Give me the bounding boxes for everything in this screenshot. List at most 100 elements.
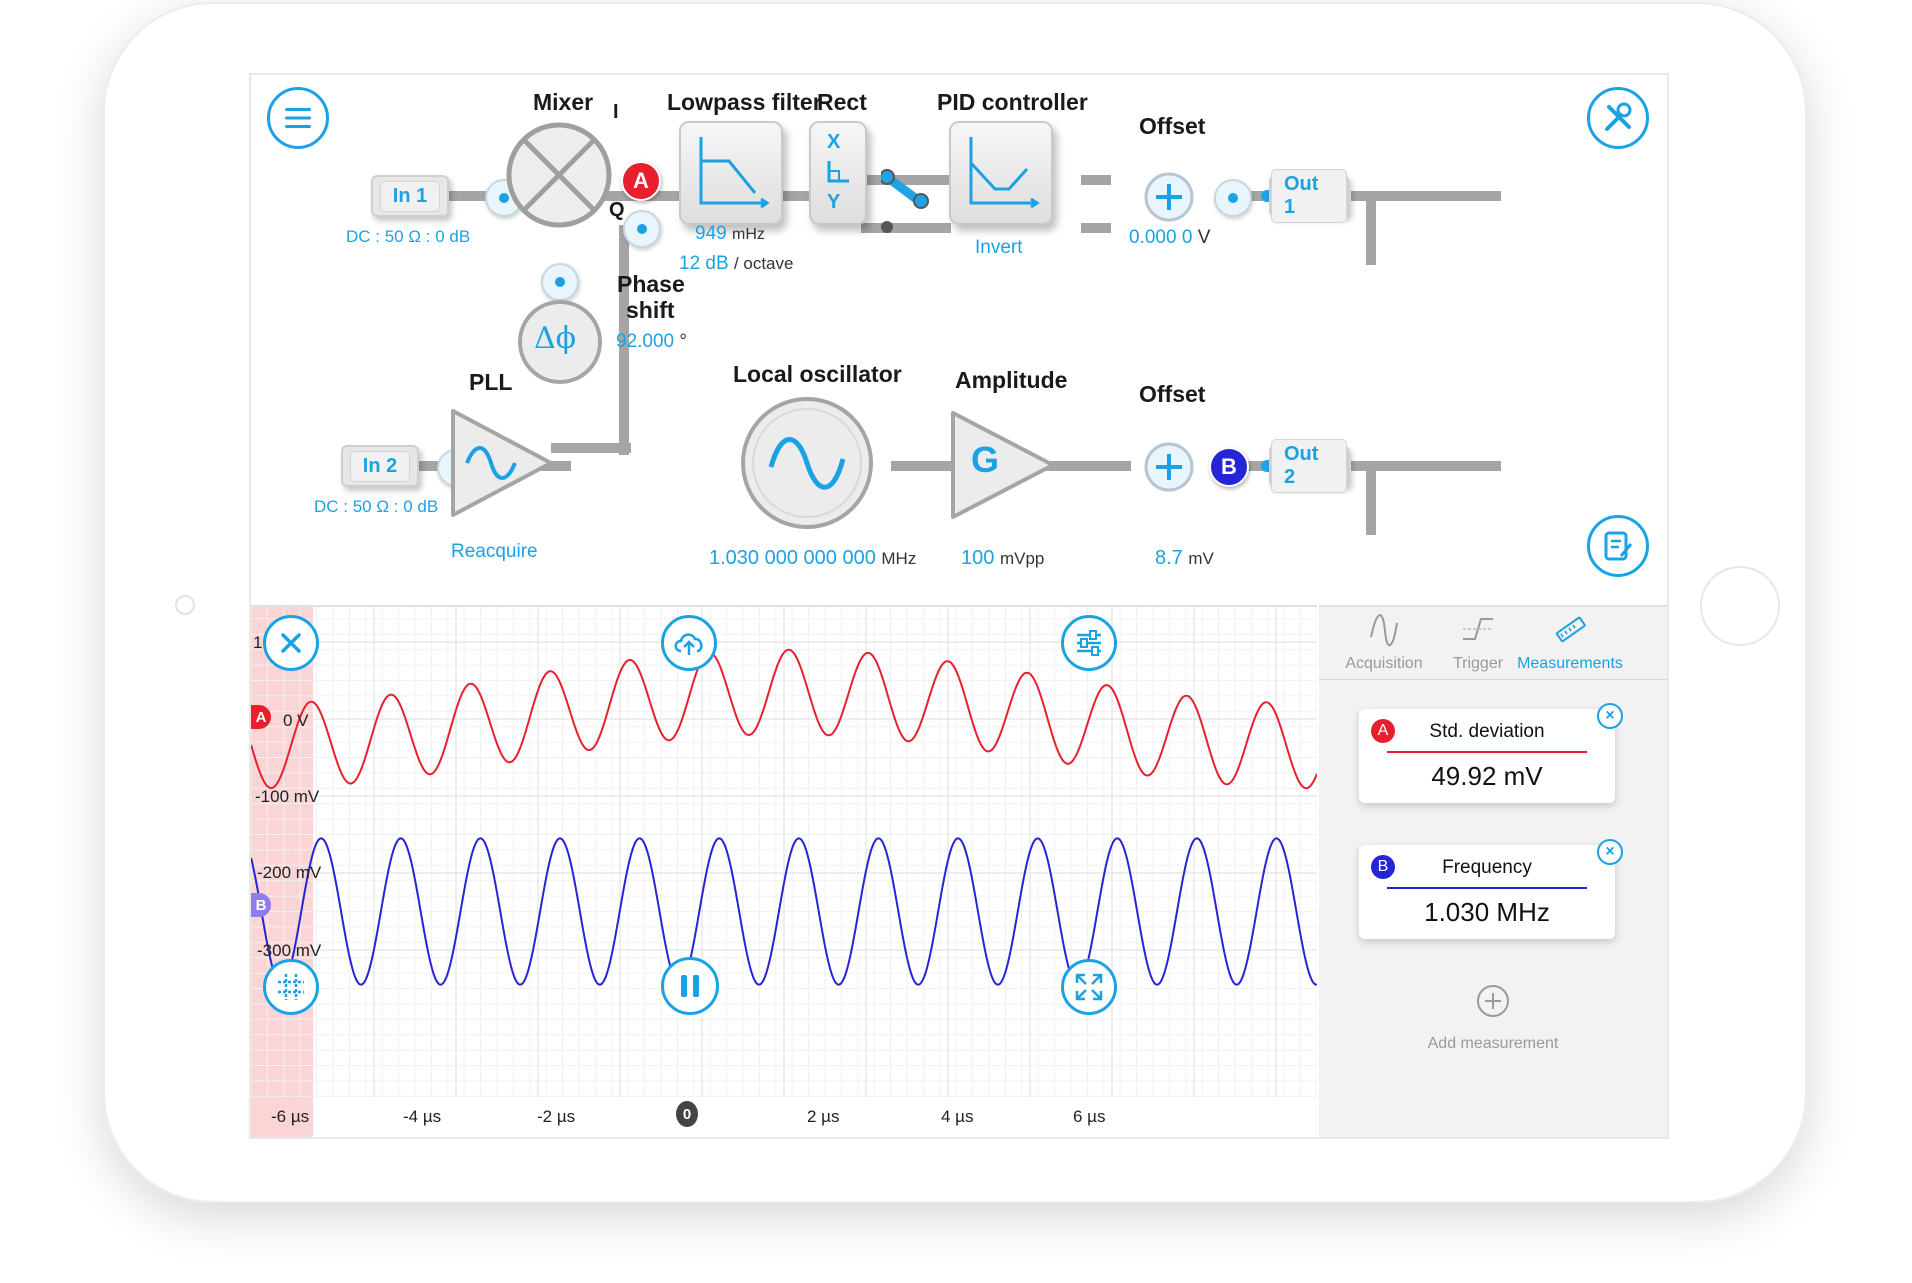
output-2-button[interactable]: Out 2: [1269, 439, 1349, 493]
offset-2-adder-icon[interactable]: [1143, 441, 1195, 493]
switch-icon[interactable]: [881, 167, 931, 237]
rect-y-label: Y: [827, 191, 841, 213]
channel-b-probe[interactable]: B: [1209, 447, 1249, 487]
lowpass-frequency-number: 949: [695, 223, 727, 244]
delta-phi-glyph: Δϕ: [534, 321, 577, 356]
channel-a-underline: [1387, 751, 1587, 753]
output-1-button[interactable]: Out 1: [1269, 169, 1349, 223]
pid-controller-block[interactable]: [949, 121, 1053, 225]
offset-1-adder-icon[interactable]: [1143, 171, 1195, 223]
offset-2-unit: mV: [1188, 549, 1214, 568]
channel-b-offset-marker[interactable]: B: [251, 893, 271, 917]
amplitude-unit: mVpp: [999, 549, 1045, 568]
sliders-icon: [1077, 630, 1101, 656]
input-1-label: In 1: [379, 180, 441, 212]
amplitude-block[interactable]: [943, 407, 1065, 525]
offset-2-value[interactable]: 8.7 mV: [1155, 547, 1214, 570]
mixer-icon[interactable]: [503, 119, 615, 231]
lowpass-frequency[interactable]: 949 mHz: [695, 223, 765, 245]
close-scope-button[interactable]: [263, 615, 319, 671]
tab-acquisition[interactable]: Acquisition: [1329, 607, 1439, 679]
home-button[interactable]: [1700, 566, 1780, 646]
amplitude-value[interactable]: 100 mVpp: [961, 547, 1044, 570]
input-1-settings[interactable]: DC : 50 Ω : 0 dB: [346, 227, 471, 246]
remove-measurement-button[interactable]: ×: [1597, 703, 1623, 729]
tab-acquisition-label: Acquisition: [1345, 655, 1423, 672]
camera: [175, 595, 195, 615]
expand-icon: [1075, 973, 1103, 1001]
x-tick-label: 6 µs: [1073, 1107, 1106, 1126]
lowpass-filter-icon: [699, 137, 770, 209]
probe-point[interactable]: [541, 263, 579, 301]
probe-point[interactable]: [623, 210, 661, 248]
fullscreen-button[interactable]: [1061, 959, 1117, 1015]
pid-invert-button[interactable]: Invert: [975, 237, 1023, 258]
sine-wave-icon: [1370, 614, 1398, 646]
phase-value-number: 92.000: [616, 331, 675, 352]
input-2-settings[interactable]: DC : 50 Ω : 0 dB: [314, 497, 439, 516]
pid-controller-label: PID controller: [937, 89, 1088, 115]
trigger-time-marker[interactable]: 0: [676, 1101, 698, 1127]
offset-2-label: Offset: [1139, 381, 1206, 407]
wire: [551, 443, 631, 453]
output-2-label: Out 2: [1271, 439, 1347, 493]
wire: [1366, 195, 1376, 265]
tab-trigger[interactable]: Trigger: [1423, 607, 1533, 679]
tab-measurements[interactable]: Measurements: [1515, 607, 1625, 679]
i-port-label: I: [613, 101, 619, 123]
y-tick-label: -300 mV: [257, 941, 322, 960]
wrench-screwdriver-icon: [1605, 102, 1632, 131]
notes-button[interactable]: [1587, 515, 1649, 577]
add-measurement-icon[interactable]: [1475, 983, 1511, 1019]
measurement-title: Std. deviation: [1429, 721, 1545, 742]
add-measurement-label[interactable]: Add measurement: [1427, 1035, 1559, 1052]
offset-1-label: Offset: [1139, 113, 1206, 139]
local-oscillator-icon[interactable]: [737, 393, 877, 533]
probe-point[interactable]: [1214, 179, 1252, 217]
input-1-button[interactable]: In 1: [371, 175, 449, 217]
pause-button[interactable]: [661, 957, 719, 1015]
wire: [619, 225, 629, 315]
phase-value[interactable]: 92.000 °: [616, 331, 687, 353]
offset-1-unit: V: [1197, 227, 1211, 248]
pid-response-icon: [969, 137, 1040, 209]
measurement-card-a[interactable]: A Std. deviation 49.92 mV ×: [1359, 703, 1623, 803]
channel-a-offset-marker[interactable]: A: [251, 705, 271, 729]
phase-shift-label-1: Phase: [617, 271, 685, 297]
offset-2-value-number: 8.7: [1155, 547, 1183, 569]
menu-button[interactable]: [267, 87, 329, 149]
pause-icon: [681, 975, 699, 997]
menu-icon: [285, 108, 311, 128]
x-tick-label: -6 µs: [271, 1107, 310, 1126]
oscilloscope-plot[interactable]: 100 mV 0 V -100 mV -200 mV -300 mV -6 µs…: [251, 605, 1317, 1137]
wire: [861, 175, 951, 185]
wire: [421, 191, 821, 201]
measurement-card-b[interactable]: B Frequency 1.030 MHz ×: [1359, 839, 1623, 939]
pll-label: PLL: [469, 369, 513, 395]
measurement-value: 1.030 MHz: [1424, 897, 1550, 927]
channel-b-badge: B: [1371, 855, 1395, 879]
cloud-upload-button[interactable]: [661, 615, 717, 671]
grid-icon: [278, 974, 304, 1000]
rect-block[interactable]: X Y: [809, 121, 867, 225]
tools-button[interactable]: [1587, 87, 1649, 149]
x-tick-label: -4 µs: [403, 1107, 442, 1126]
input-2-button[interactable]: In 2: [341, 445, 419, 487]
lowpass-filter-block[interactable]: [679, 121, 783, 225]
pll-block[interactable]: [441, 405, 561, 523]
phase-shift-block[interactable]: [515, 297, 605, 387]
grid-toggle-button[interactable]: [263, 959, 319, 1015]
wire: [1351, 461, 1501, 471]
channel-a-probe[interactable]: A: [621, 161, 661, 201]
scope-settings-button[interactable]: [1061, 615, 1117, 671]
offset-1-value[interactable]: 0.000 0 V: [1129, 227, 1210, 249]
lowpass-slope[interactable]: 12 dB / octave: [679, 253, 793, 275]
wire: [1366, 465, 1376, 535]
amplitude-label: Amplitude: [955, 367, 1068, 393]
lo-frequency[interactable]: 1.030 000 000 000 MHz: [709, 547, 916, 570]
remove-measurement-button[interactable]: ×: [1597, 839, 1623, 865]
pll-reacquire-button[interactable]: Reacquire: [451, 541, 538, 562]
offset-1-value-number: 0.000 0: [1129, 227, 1193, 248]
lo-frequency-unit: MHz: [881, 549, 917, 568]
tab-trigger-label: Trigger: [1452, 655, 1504, 672]
